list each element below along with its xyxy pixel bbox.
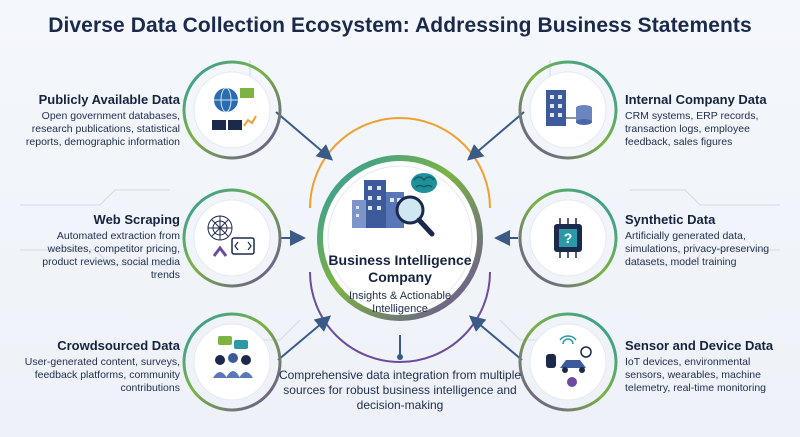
- page-title: Diverse Data Collection Ecosystem: Addre…: [48, 14, 752, 37]
- building-database-icon: [546, 90, 592, 126]
- node-circle-publicly-available: [182, 60, 282, 160]
- node-circle-internal-company: [518, 60, 618, 160]
- node-circle-web-scraping: [182, 188, 282, 288]
- node-title-publicly-available: Publicly Available Data: [38, 92, 180, 107]
- node-desc-sensor-device: IoT devices, environmental sensors, wear…: [625, 356, 767, 394]
- node-title-synthetic: Synthetic Data: [625, 212, 716, 227]
- node-desc-internal-company: CRM systems, ERP records, transaction lo…: [625, 110, 759, 148]
- center-arc-bottom: [309, 271, 491, 363]
- center-arc-top: [309, 117, 491, 209]
- iot-devices-icon: [546, 335, 592, 387]
- node-title-web-scraping: Web Scraping: [93, 212, 180, 227]
- circuit-lines: [20, 60, 780, 341]
- arrows: [275, 111, 525, 361]
- node-circle-crowdsourced: [182, 312, 282, 412]
- node-desc-synthetic: Artificially generated data, simulations…: [625, 230, 770, 268]
- node-circle-synthetic: ?: [518, 188, 618, 288]
- node-title-sensor-device: Sensor and Device Data: [625, 338, 774, 353]
- buildings-magnifier-icon: [352, 173, 437, 237]
- center-subtitle: Insights & Actionable Intelligence: [348, 290, 452, 315]
- center-title: Business Intelligence Company: [328, 252, 472, 285]
- node-desc-publicly-available: Open government databases, research publ…: [25, 110, 180, 148]
- node-desc-crowdsourced: User-generated content, surveys, feedbac…: [24, 356, 180, 394]
- bottom-caption: Comprehensive data integration from mult…: [278, 368, 522, 412]
- node-title-internal-company: Internal Company Data: [625, 92, 767, 107]
- node-circle-sensor-device: [518, 312, 618, 412]
- node-title-crowdsourced: Crowdsourced Data: [57, 338, 180, 353]
- chip-question-icon: ?: [554, 218, 582, 258]
- spider-web-code-icon: [207, 215, 255, 257]
- svg-text:?: ?: [564, 230, 573, 246]
- node-desc-web-scraping: Automated extraction from websites, comp…: [42, 230, 180, 281]
- globe-books-icon: [212, 87, 257, 130]
- bottom-connector-dot: [397, 354, 403, 360]
- center-node: [317, 155, 483, 321]
- people-chat-icon: [213, 336, 253, 378]
